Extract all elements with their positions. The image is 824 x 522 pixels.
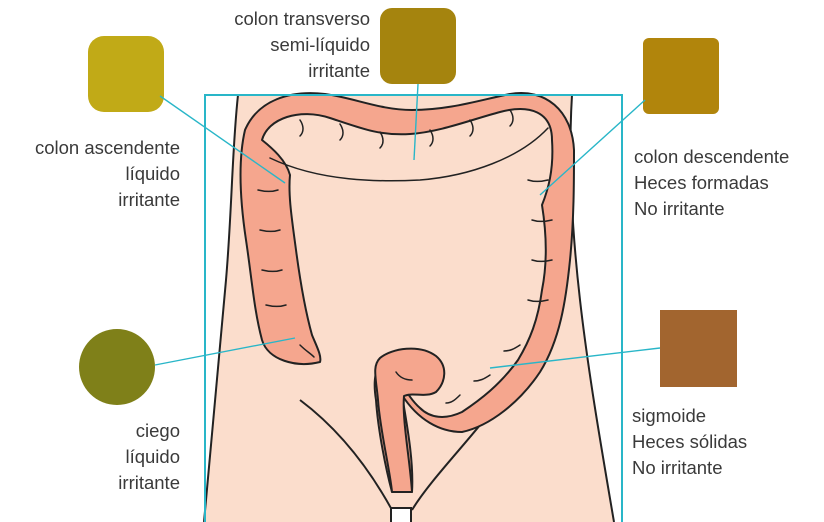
swatch-cecum: [79, 329, 155, 405]
label-line: líquido: [35, 161, 180, 187]
label-line: semi-líquido: [234, 32, 370, 58]
label-line: Heces sólidas: [632, 429, 747, 455]
label-line: sigmoide: [632, 403, 747, 429]
label-line: Heces formadas: [634, 170, 789, 196]
label-line: líquido: [118, 444, 180, 470]
label-line: irritante: [35, 187, 180, 213]
label-line: No irritante: [632, 455, 747, 481]
label-descending: colon descendente Heces formadas No irri…: [634, 144, 789, 222]
label-line: No irritante: [634, 196, 789, 222]
swatch-transverse: [380, 8, 456, 84]
label-line: irritante: [234, 58, 370, 84]
swatch-ascending: [88, 36, 164, 112]
label-line: irritante: [118, 470, 180, 496]
swatch-sigmoid: [660, 310, 737, 387]
label-line: colon descendente: [634, 144, 789, 170]
label-cecum: ciego líquido irritante: [118, 418, 180, 496]
label-sigmoid: sigmoide Heces sólidas No irritante: [632, 403, 747, 481]
swatch-descending: [643, 38, 719, 114]
label-line: colon transverso: [234, 6, 370, 32]
label-line: ciego: [118, 418, 180, 444]
label-line: colon ascendente: [35, 135, 180, 161]
label-ascending: colon ascendente líquido irritante: [35, 135, 180, 213]
groin-gap: [391, 508, 411, 522]
label-transverse: colon transverso semi-líquido irritante: [234, 6, 370, 84]
